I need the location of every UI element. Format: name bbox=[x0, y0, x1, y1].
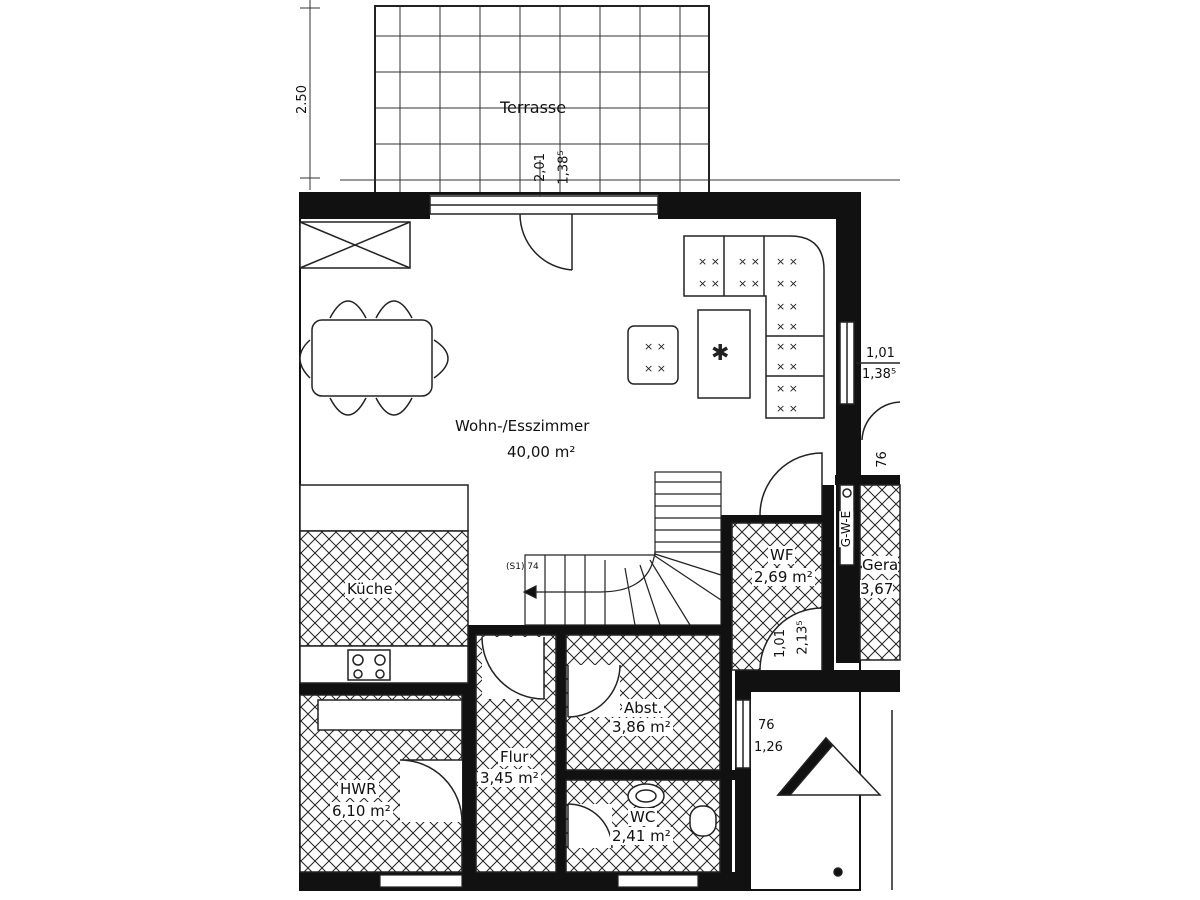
wf-room bbox=[731, 452, 823, 671]
svg-text:✱: ✱ bbox=[711, 341, 729, 366]
flur-room bbox=[475, 634, 557, 873]
right-window bbox=[839, 321, 900, 405]
hwr-room bbox=[299, 694, 463, 873]
room-area-abst: 3,86 m² bbox=[610, 718, 673, 736]
left-window bbox=[299, 221, 411, 269]
room-area-wohnen: 40,00 m² bbox=[507, 443, 576, 461]
dim-door-width: 2,01 bbox=[532, 153, 548, 182]
room-area-wc: 2,41 m² bbox=[610, 827, 673, 845]
kitchen-block bbox=[299, 484, 469, 684]
room-area-flur: 3,45 m² bbox=[478, 769, 541, 787]
room-label-geraete: Gera bbox=[862, 556, 899, 574]
svg-text:× ×: × × bbox=[776, 300, 798, 313]
dim-window-right-width: 1,01 bbox=[866, 346, 895, 361]
wc-room bbox=[565, 779, 721, 873]
room-label-flur: Flur bbox=[498, 748, 531, 766]
dim-window-right-height: 1,38⁵ bbox=[862, 367, 897, 382]
svg-text:× ×: × × bbox=[644, 340, 666, 353]
svg-text:× ×: × × bbox=[776, 382, 798, 395]
room-area-wf: 2,69 m² bbox=[752, 568, 815, 586]
entrance-area bbox=[735, 699, 893, 890]
dim-stair-mark: (S1) 74 bbox=[506, 562, 539, 572]
svg-text:× ×: × × bbox=[776, 277, 798, 290]
room-area-hwr: 6,10 m² bbox=[330, 802, 393, 820]
dim-door-76: 76 bbox=[874, 451, 890, 468]
dim-door-wf-width: 1,01 bbox=[772, 629, 788, 658]
room-label-wf: WF bbox=[768, 546, 796, 564]
sofa bbox=[627, 235, 825, 419]
svg-text:× ×: × × bbox=[776, 255, 798, 268]
room-label-abst: Abst. bbox=[622, 699, 665, 717]
room-label-hwr: HWR bbox=[338, 780, 379, 798]
dim-door-height: 1,38⁵ bbox=[556, 150, 572, 185]
room-label-kueche: Küche bbox=[345, 580, 395, 598]
svg-text:× ×: × × bbox=[644, 362, 666, 375]
exterior-walls bbox=[300, 193, 900, 890]
svg-text:× ×: × × bbox=[738, 277, 760, 290]
sofa-cushion-marks: × × × × × × × × × × × × × × × × × × × × × × × ×… bbox=[644, 255, 798, 415]
room-label-wohnen: Wohn-/Esszimmer bbox=[455, 417, 590, 435]
terrace-area bbox=[300, 0, 900, 200]
svg-text:× ×: × × bbox=[776, 340, 798, 353]
dim-door-126: 1,26 bbox=[754, 740, 783, 755]
svg-text:× ×: × × bbox=[698, 255, 720, 268]
svg-text:× ×: × × bbox=[776, 402, 798, 415]
interior-walls bbox=[300, 485, 834, 890]
bottom-windows bbox=[379, 874, 699, 888]
label-gwe: G-W-E bbox=[839, 510, 854, 548]
room-label-terrasse: Terrasse bbox=[500, 98, 567, 117]
room-area-geraete: 3,67 bbox=[860, 580, 894, 598]
svg-text:× ×: × × bbox=[698, 277, 720, 290]
dim-door-wf-height: 2,13⁵ bbox=[795, 620, 811, 655]
staircase bbox=[522, 471, 722, 626]
dim-door-76-b: 76 bbox=[758, 718, 775, 733]
svg-text:× ×: × × bbox=[738, 255, 760, 268]
dim-terrace-depth: 2.50 bbox=[294, 85, 310, 114]
svg-text:× ×: × × bbox=[776, 360, 798, 373]
patio-door bbox=[429, 195, 659, 271]
svg-text:× ×: × × bbox=[776, 320, 798, 333]
dining-table bbox=[299, 300, 449, 416]
room-label-wc: WC bbox=[628, 808, 658, 826]
